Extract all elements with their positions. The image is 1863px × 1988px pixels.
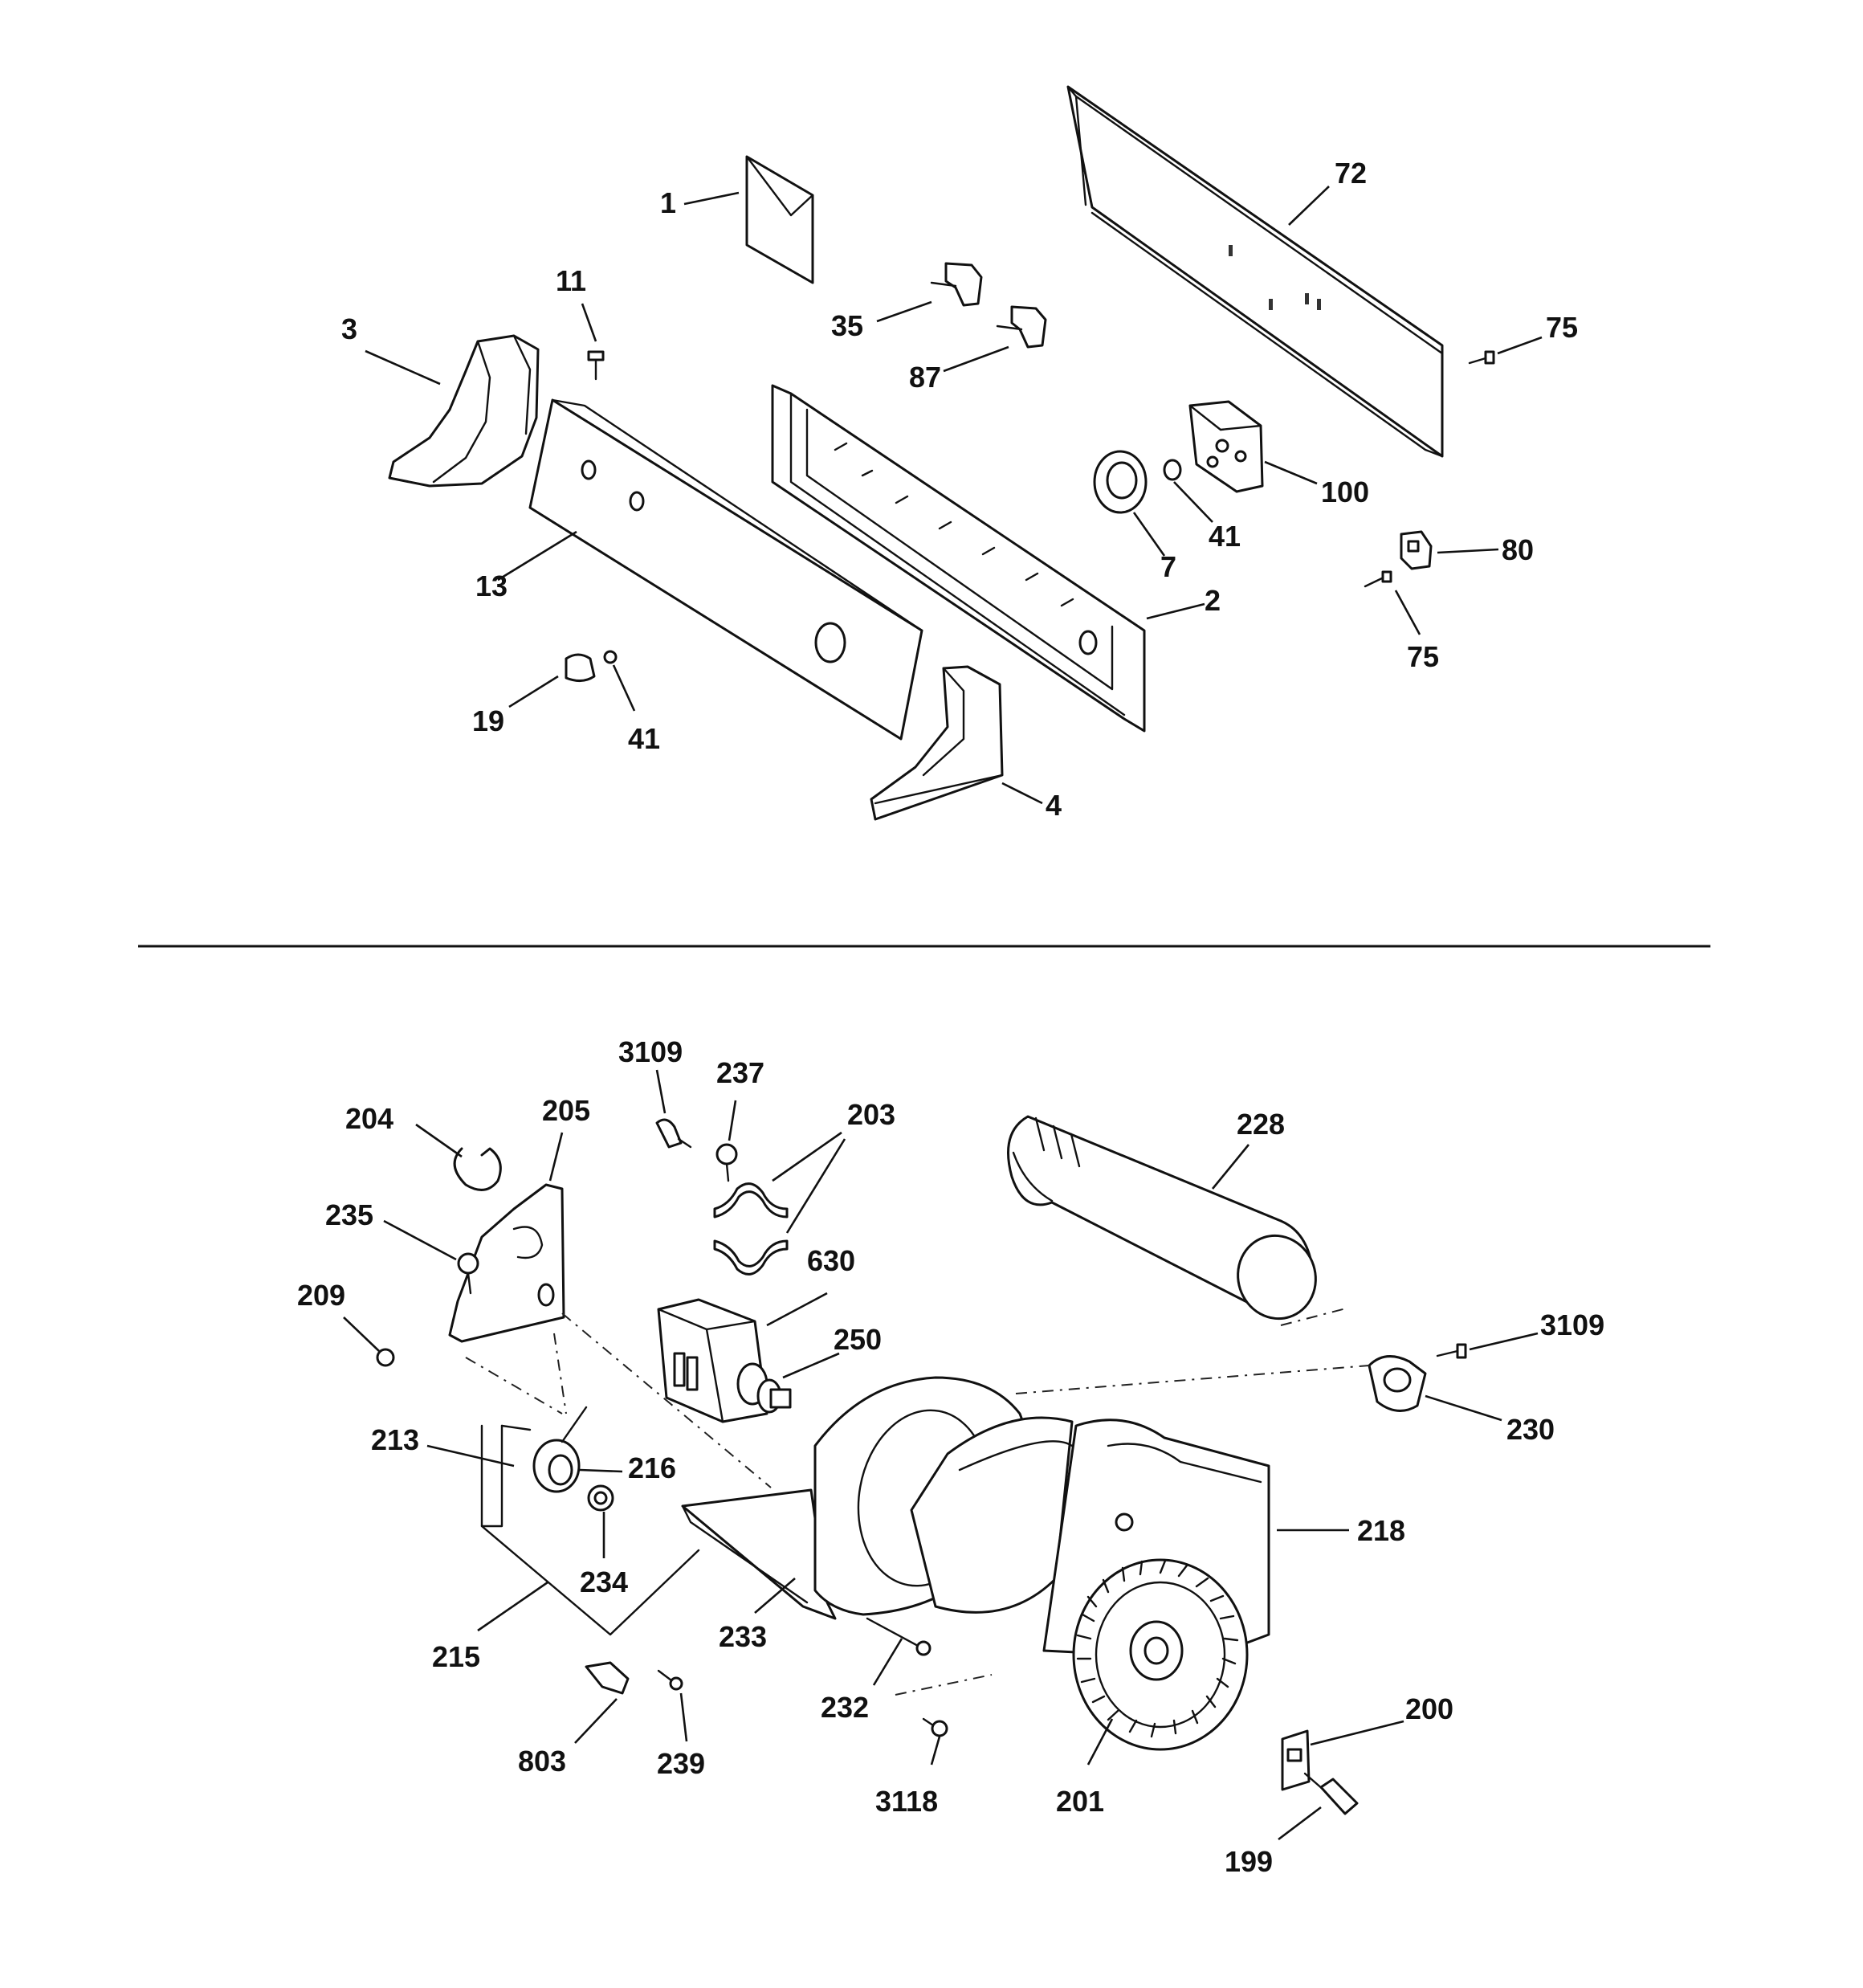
callout-209: 209 (297, 1279, 345, 1312)
callout-235: 235 (325, 1198, 373, 1231)
part-215-idler-spring (480, 1525, 700, 1636)
part-11-screw (587, 350, 605, 381)
callout-100: 100 (1321, 476, 1369, 508)
part-3-end-cap-left (388, 334, 540, 488)
part-3109-clip-right (1436, 1343, 1467, 1359)
part-803-clip (585, 1661, 630, 1695)
part-201-blower-wheel (1072, 1558, 1249, 1751)
part-230-thermostat (1368, 1355, 1427, 1412)
callout-234: 234 (580, 1565, 628, 1598)
callout-232: 232 (821, 1691, 869, 1724)
part-218-blower-housing (813, 1376, 1270, 1660)
callout-630: 630 (807, 1244, 855, 1277)
part-35-bracket (930, 262, 983, 307)
callout-75-upper: 75 (1546, 311, 1578, 344)
callout-7: 7 (1160, 550, 1176, 583)
part-41-spring-lower (603, 650, 618, 664)
part-41-clip-upper (1163, 459, 1182, 481)
callout-13: 13 (475, 569, 508, 602)
part-3109-clip-upper (655, 1118, 692, 1149)
callout-216: 216 (628, 1451, 676, 1484)
part-233-motor-mount (681, 1488, 837, 1620)
callout-201: 201 (1056, 1785, 1104, 1818)
callout-200: 200 (1405, 1692, 1453, 1725)
callout-199: 199 (1225, 1845, 1273, 1878)
part-2-console-frame (771, 384, 1146, 733)
callout-230: 230 (1506, 1413, 1555, 1446)
top-leader-lines (365, 186, 1543, 805)
callout-87: 87 (909, 361, 941, 394)
callout-1: 1 (660, 186, 676, 219)
callout-237: 237 (716, 1056, 764, 1089)
part-100-timer (1188, 400, 1264, 493)
callout-3118: 3118 (875, 1785, 938, 1818)
callout-803: 803 (518, 1745, 566, 1778)
bottom-leader-lines (343, 1069, 1539, 1841)
part-19-button (565, 653, 596, 682)
callout-19: 19 (472, 704, 504, 737)
part-80-switch-bracket (1400, 530, 1433, 570)
part-203-motor-straps (713, 1182, 789, 1276)
alignment-dash-lines (465, 1307, 1370, 1696)
callout-labels: 1 72 11 35 3 87 75 100 41 7 80 13 2 75 1… (297, 157, 1604, 1878)
part-75-screw-upper (1468, 350, 1495, 365)
callout-80: 80 (1502, 533, 1534, 566)
callout-3109-upper: 3109 (618, 1035, 683, 1068)
part-4-end-cap-right (870, 665, 1004, 821)
part-237-screw (715, 1143, 738, 1182)
part-232-pin (866, 1617, 932, 1656)
part-13-control-panel (528, 398, 923, 741)
callout-204: 204 (345, 1102, 393, 1135)
part-216-idler-pulley (532, 1406, 588, 1493)
callout-41-lower: 41 (628, 722, 660, 755)
part-3118-screw (922, 1717, 948, 1737)
callout-75-lower: 75 (1407, 640, 1439, 673)
part-228-exhaust-duct (1007, 1115, 1317, 1321)
callout-72: 72 (1335, 157, 1367, 190)
callout-35: 35 (831, 309, 863, 342)
callout-215: 215 (432, 1640, 480, 1673)
part-72-rear-panel (1066, 85, 1444, 458)
part-234-nut (587, 1484, 614, 1512)
callout-218: 218 (1357, 1514, 1405, 1547)
part-205-motor-bracket (448, 1183, 565, 1343)
part-204-clip (453, 1147, 502, 1191)
part-250-motor-pulley (736, 1362, 792, 1414)
callout-203: 203 (847, 1098, 895, 1131)
part-200-bracket (1281, 1729, 1311, 1791)
callout-233: 233 (719, 1620, 767, 1653)
callout-11: 11 (556, 264, 586, 297)
part-209-nut (376, 1348, 395, 1367)
callout-228: 228 (1237, 1108, 1285, 1141)
part-87-bracket (996, 305, 1047, 349)
part-235-screw (457, 1252, 479, 1295)
callout-213: 213 (371, 1423, 419, 1456)
callout-205: 205 (542, 1094, 590, 1127)
callout-3: 3 (341, 312, 357, 345)
part-213-idler-arm (480, 1424, 532, 1528)
part-75-screw-lower (1364, 570, 1392, 588)
part-199-screw (1303, 1772, 1359, 1815)
callout-4: 4 (1046, 789, 1062, 822)
part-1-instruction-sheet (745, 155, 814, 284)
part-7-knob (1093, 450, 1148, 514)
callout-41-upper: 41 (1209, 520, 1241, 553)
part-239-screw (657, 1669, 683, 1691)
callout-3109-right: 3109 (1540, 1308, 1604, 1341)
callout-250: 250 (834, 1323, 882, 1356)
callout-239: 239 (657, 1747, 705, 1780)
callout-2: 2 (1205, 584, 1221, 617)
